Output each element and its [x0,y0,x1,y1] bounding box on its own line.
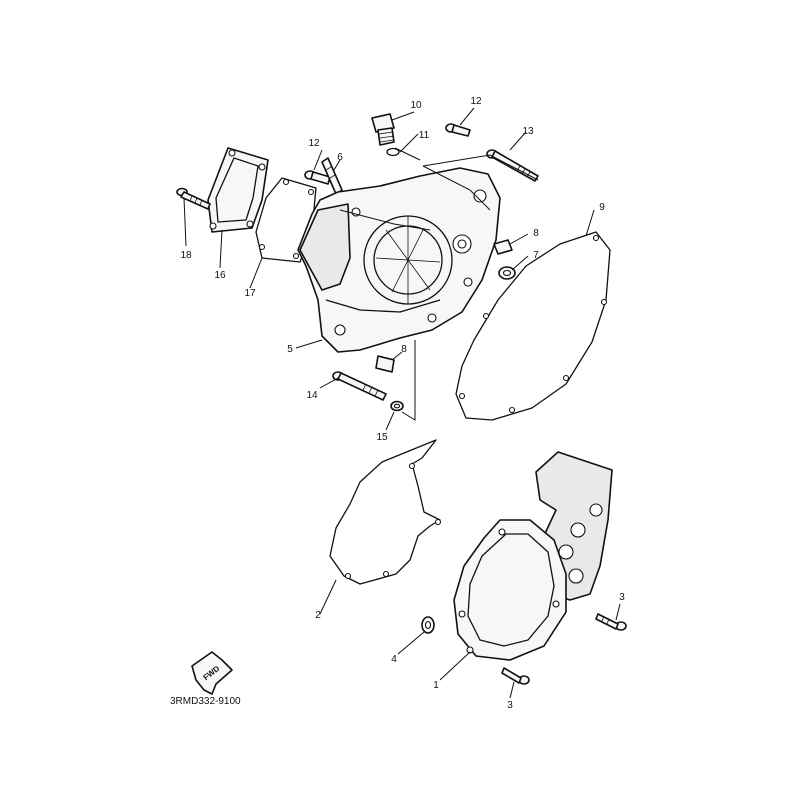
callout-1: 1 [433,680,439,691]
bolt-3-right [595,613,627,631]
callout-5: 5 [287,344,293,355]
fwd-arrow-icon: FWD [191,651,233,695]
bolt-3-lower [501,667,530,685]
plug-10 [371,113,395,146]
gasket-2 [329,439,442,585]
bolt-18 [176,187,211,210]
callout-7: 7 [533,250,539,261]
callout-2: 2 [315,610,321,621]
bolt-14 [332,371,387,401]
callout-8-upper: 8 [533,228,539,239]
o-ring-11 [386,147,400,157]
dowel-pin-6 [321,157,343,195]
bolt-12-top [445,123,471,137]
oil-seal-7 [498,266,516,280]
callout-15: 15 [376,432,388,443]
bolt-12-left [304,170,331,185]
crankcase-cover-5 [297,167,501,353]
callout-6: 6 [337,152,343,163]
callout-10: 10 [410,100,422,111]
callout-14: 14 [306,390,318,401]
callout-4: 4 [391,654,397,665]
callout-3-lower: 3 [507,700,513,711]
callout-13: 13 [522,126,534,137]
leader-lines [183,107,621,699]
diagram-code: 3RMD332-9100 [170,696,241,707]
gasket-17 [255,177,317,263]
washer-15 [390,400,404,412]
callout-16: 16 [214,270,226,281]
gasket-9 [455,231,611,421]
callout-11: 11 [419,130,430,141]
inspection-cover-16 [207,147,269,233]
callout-9: 9 [599,202,605,213]
dowel-8-lower [375,355,395,373]
alignment-lines [339,147,539,421]
callouts: 10 11 12 13 12 6 9 8 7 8 5 14 15 18 16 1… [180,96,625,711]
callout-18: 18 [180,250,192,261]
callout-8-lower: 8 [401,344,407,355]
collar-4 [421,616,435,634]
callout-3-right: 3 [619,592,625,603]
callout-12-left: 12 [308,138,320,149]
callout-12-top: 12 [470,96,482,107]
clutch-cover-1 [453,451,613,661]
dowel-8-upper [493,239,513,255]
callout-17: 17 [244,288,256,299]
